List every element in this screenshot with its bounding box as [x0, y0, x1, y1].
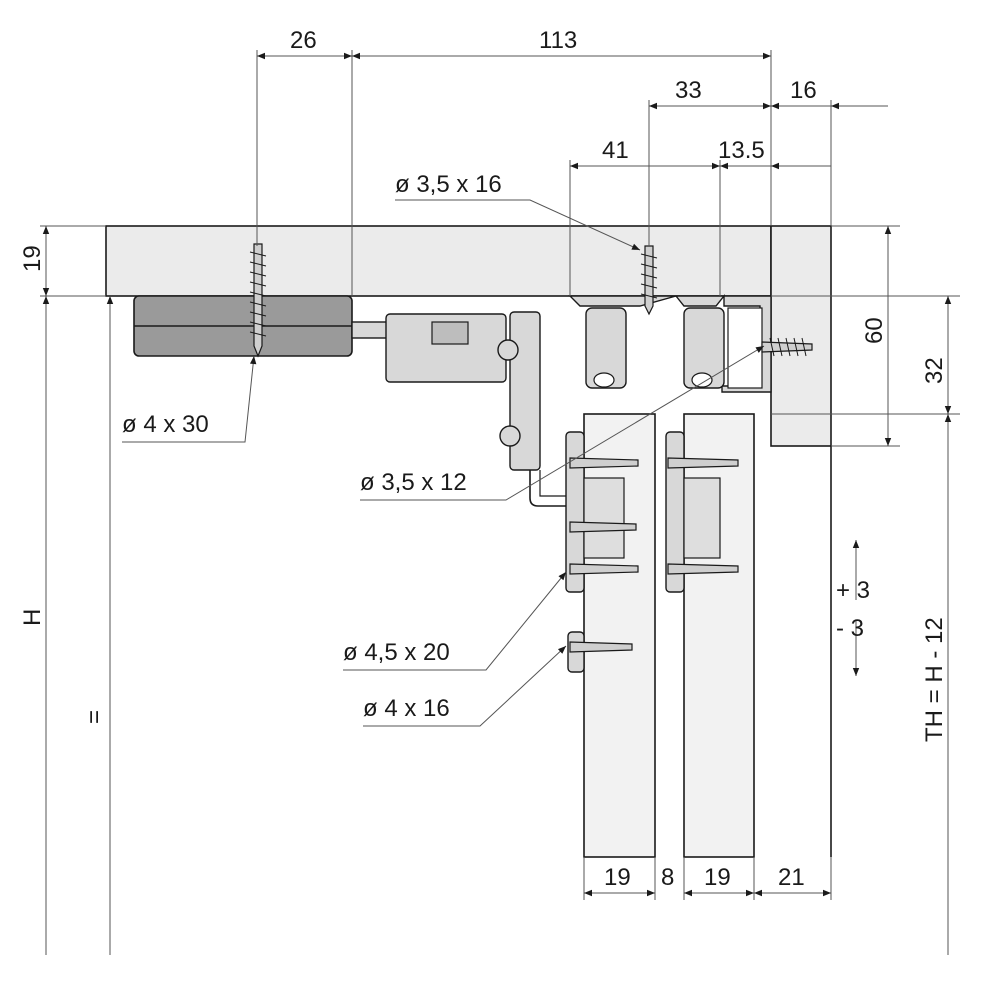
dim-33: 33 — [675, 77, 702, 104]
dim-113: 113 — [539, 27, 577, 54]
screws-door-right — [667, 457, 739, 575]
door-insert-right — [683, 477, 721, 559]
hanger-arm-inner — [539, 470, 576, 497]
screws-door-left — [569, 457, 639, 653]
screw-damper-vertical — [249, 243, 267, 358]
dim-plus-3: + 3 — [836, 577, 870, 604]
hanger-arm — [529, 470, 576, 507]
dim-th: TH = H - 12 — [921, 617, 948, 742]
label-screw-4x30: ø 4 x 30 — [122, 411, 209, 438]
carriage-left-wheel — [593, 372, 615, 388]
dim-26: 26 — [290, 27, 317, 54]
carriage-right — [683, 307, 725, 389]
dim-equal: = — [81, 710, 108, 724]
label-screw-3-5x12: ø 3,5 x 12 — [360, 469, 467, 496]
dimension-lines — [42, 52, 952, 897]
dim-60: 60 — [861, 317, 888, 344]
dim-32: 32 — [921, 357, 948, 384]
leader-lines — [122, 199, 765, 727]
carriage-right-wheel — [691, 372, 713, 388]
label-screw-4-5x20: ø 4,5 x 20 — [343, 639, 450, 666]
dim-21: 21 — [778, 864, 805, 891]
dim-16: 16 — [790, 77, 817, 104]
hanger-bolt — [499, 425, 521, 447]
dim-8: 8 — [661, 864, 674, 891]
dim-19-bottom-left: 19 — [604, 864, 631, 891]
dim-19-left: 19 — [19, 245, 46, 272]
hanger-bolt-top — [497, 339, 519, 361]
dim-41: 41 — [602, 137, 629, 164]
dim-minus-3: - 3 — [836, 615, 864, 642]
track-chamber — [727, 307, 763, 389]
label-screw-3-5x16: ø 3,5 x 16 — [395, 171, 502, 198]
vertical-hanger-plate — [509, 311, 541, 471]
dim-13-5: 13.5 — [718, 137, 765, 164]
screw-track-vertical — [640, 245, 658, 316]
door-insert-left — [583, 477, 625, 559]
top-panel — [105, 225, 772, 297]
label-screw-4x16: ø 4 x 16 — [363, 695, 450, 722]
dim-h: H — [19, 609, 46, 626]
carriage-left — [585, 307, 627, 389]
damper-clip — [431, 321, 469, 345]
side-panel — [770, 225, 832, 447]
dim-19-bottom-right: 19 — [704, 864, 731, 891]
